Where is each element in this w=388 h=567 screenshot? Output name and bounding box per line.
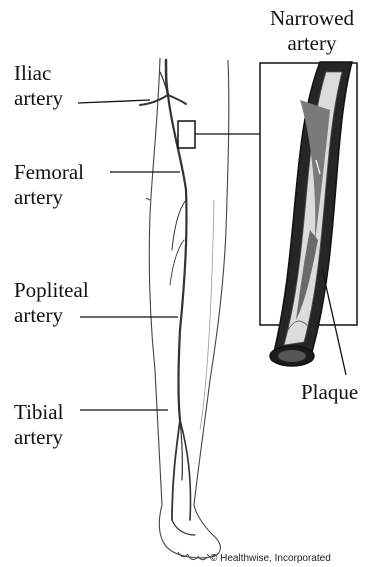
copyright-credit: © Healthwise, Incorporated [210,553,331,564]
zoom-box [178,121,195,148]
iliac-leader [78,100,150,103]
leg-outline [146,58,229,558]
arteries [140,60,195,535]
label-popliteal: Popliteal artery [14,278,89,328]
label-tibial: Tibial artery [14,400,63,450]
label-iliac: Iliac artery [14,61,63,111]
label-plaque: Plaque [301,380,358,405]
label-narrowed-artery: Narrowed artery [256,6,368,56]
label-femoral: Femoral artery [14,160,84,210]
